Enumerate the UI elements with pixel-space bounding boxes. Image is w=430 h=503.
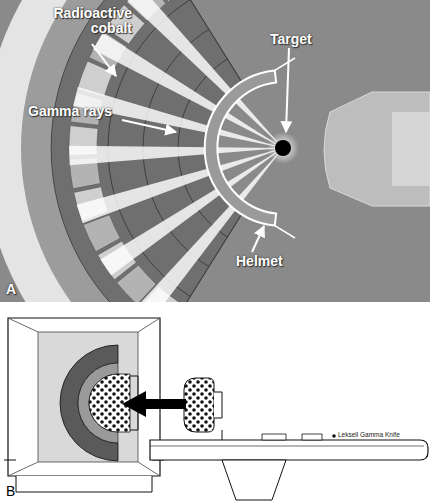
part-label: Radioactive cobalt (40, 6, 132, 35)
helmet (184, 378, 214, 432)
shield-inner (21, 0, 430, 302)
unit-front-face (38, 332, 138, 462)
gamma-beam (69, 146, 283, 165)
panel-b (0, 302, 430, 503)
outer-shield (0, 0, 430, 302)
leader-arrow (286, 48, 289, 132)
logo-dot (332, 434, 336, 438)
unit-base (16, 476, 152, 492)
head-support (324, 92, 430, 206)
leader-arrow (252, 226, 264, 252)
part-label: Helmet (236, 254, 283, 269)
helmet-mount (222, 430, 223, 440)
target (275, 140, 291, 156)
brand-text: Leksell Gamma Knife (338, 432, 400, 439)
leader-arrow (92, 44, 116, 76)
couch (150, 440, 428, 460)
panel-background (0, 302, 430, 503)
leader-arrow (122, 120, 176, 132)
panel-a (0, 0, 430, 302)
part-label: Target (270, 32, 312, 47)
couch-clamp (262, 434, 322, 440)
panel-letter: B (6, 484, 15, 499)
couch-stand (222, 460, 286, 500)
couch-line (150, 446, 424, 447)
head-support-inner (392, 112, 430, 186)
move-arrow (122, 391, 186, 417)
chamber (51, 0, 430, 302)
target-glow (267, 132, 299, 164)
unit-foot (4, 460, 164, 461)
helmet-mount (214, 392, 222, 418)
helmet-shell (205, 70, 276, 225)
cobalt-source (151, 0, 190, 1)
part-label: Gamma rays (28, 104, 112, 119)
panel-letter: A (6, 282, 16, 297)
